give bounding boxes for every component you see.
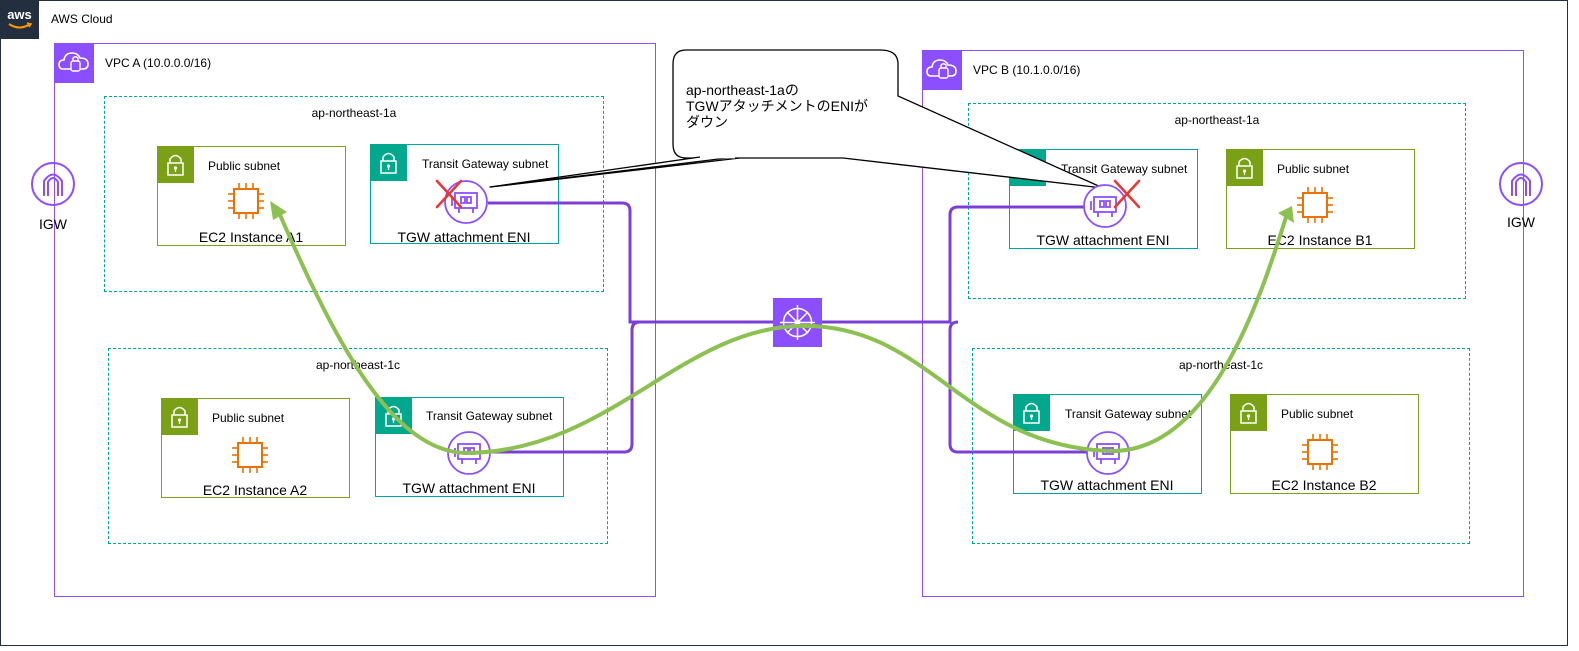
vpc-b-1a-tgw-subnet: [1009, 149, 1198, 249]
transit-gateway-icon: [773, 298, 822, 347]
lock-icon: [1013, 394, 1050, 431]
vpc-b-az-1c: [972, 348, 1470, 544]
vpc-b-1a-public-subnet-label: Public subnet: [1277, 162, 1350, 176]
internet-gateway-icon: [31, 162, 75, 206]
vpc-b-1c-tgw-subnet: [1013, 394, 1202, 494]
aws-cloud-label: AWS Cloud: [51, 12, 113, 26]
vpc-b-az-1c-label: ap-northeast-1c: [1178, 358, 1264, 372]
vpc-b-az-1a-label: ap-northeast-1a: [1174, 113, 1260, 127]
vpc-b-1c-public-subnet-label: Public subnet: [1281, 407, 1354, 421]
traffic-path: [275, 206, 1289, 456]
ec2-instance-a1-label: EC2 Instance A1: [198, 229, 304, 245]
vpc-a-1a-public-subnet-label: Public subnet: [208, 159, 281, 173]
red-cross-icon: [1113, 179, 1141, 209]
vpc-a-1c-tgw-subnet: [375, 397, 564, 497]
ec2-chip-icon: [1300, 432, 1340, 477]
lock-icon: [1230, 394, 1267, 431]
ec2-chip-icon: [230, 435, 270, 480]
vpc-b-1a-public-subnet: [1226, 149, 1415, 249]
ec2-chip-icon: [1295, 185, 1335, 230]
vpc-a-az-1c: [108, 348, 608, 544]
vpc-a: [54, 43, 656, 597]
igw-right-label: IGW: [1507, 214, 1535, 230]
arrowhead-icon: [270, 201, 287, 220]
vpc-a-1c-public-subnet-label: Public subnet: [212, 411, 285, 425]
ec2-instance-b2-label: EC2 Instance B2: [1271, 477, 1377, 493]
vpc-b-az-1a: [968, 103, 1466, 299]
vpc-a-1a-tgw-subnet-label: Transit Gateway subnet: [422, 157, 549, 171]
vpc-b-label: VPC B (10.1.0.0/16): [973, 63, 1081, 77]
vpc-a-1a-eni-label: TGW attachment ENI: [397, 229, 531, 245]
network-interface-icon: [1083, 184, 1127, 228]
lock-icon: [1226, 149, 1263, 186]
vpc-a-1c-tgw-subnet-label: Transit Gateway subnet: [426, 409, 553, 423]
callout-line-3: ダウン: [686, 114, 728, 130]
aws-logo-icon: aws: [0, 0, 39, 39]
arrowhead-icon: [1278, 206, 1294, 223]
vpc-b-1a-tgw-subnet-label: Transit Gateway subnet: [1061, 162, 1188, 176]
vpc-a-1a-public-subnet: [157, 146, 346, 246]
callout-line-1: ap-northeast-1aの: [686, 82, 799, 98]
vpc-a-az-1a: [104, 96, 604, 292]
vpc-cloud-icon: [54, 43, 94, 83]
vpc-b-1c-public-subnet: [1230, 394, 1419, 494]
lock-icon: [157, 146, 194, 183]
vpc-a-1a-tgw-subnet: [370, 144, 559, 244]
vpc-a-1c-public-subnet: [161, 398, 350, 498]
internet-gateway-icon: [1499, 162, 1543, 206]
vpc-cloud-icon: [922, 50, 962, 90]
callout-line-2: TGWアタッチメントのENIが: [686, 98, 868, 114]
ec2-instance-b1-label: EC2 Instance B1: [1267, 232, 1373, 248]
vpc-b-1c-tgw-subnet-label: Transit Gateway subnet: [1065, 407, 1192, 421]
svg-text:aws: aws: [7, 7, 32, 22]
vpc-b-1c-eni-label: TGW attachment ENI: [1040, 477, 1174, 493]
ec2-chip-icon: [226, 181, 266, 226]
igw-left-label: IGW: [39, 216, 67, 232]
vpc-a-1c-eni-label: TGW attachment ENI: [402, 480, 536, 496]
vpc-a-label: VPC A (10.0.0.0/16): [105, 56, 212, 70]
ec2-instance-a2-label: EC2 Instance A2: [202, 482, 308, 498]
network-interface-icon: [444, 180, 488, 224]
red-cross-icon: [435, 179, 463, 209]
lock-icon: [370, 144, 407, 181]
callout-text: ap-northeast-1aの TGWアタッチメントのENIが ダウン: [686, 82, 868, 130]
vpc-a-az-1a-label: ap-northeast-1a: [311, 106, 397, 120]
lock-icon: [161, 398, 198, 435]
vpc-a-az-1c-label: ap-northeast-1c: [315, 358, 401, 372]
vpc-b-1a-eni-label: TGW attachment ENI: [1036, 232, 1170, 248]
